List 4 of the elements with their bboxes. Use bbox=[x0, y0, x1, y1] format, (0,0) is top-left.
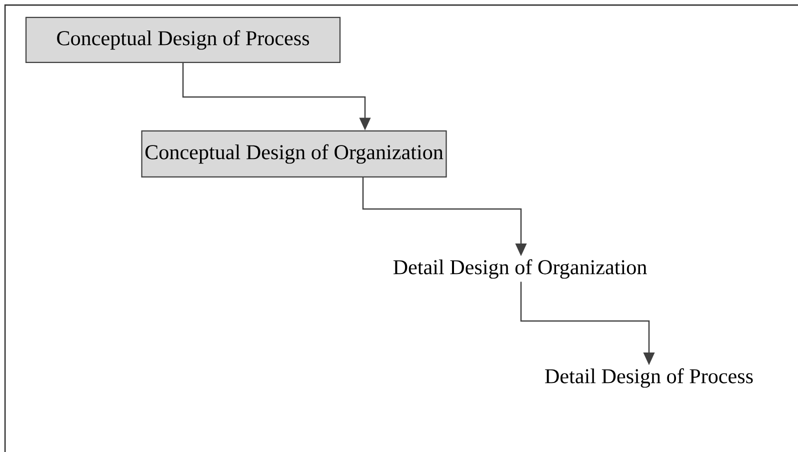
process-box: Conceptual Design of Process bbox=[25, 16, 341, 64]
process-label: Detail Design of Process bbox=[545, 368, 753, 388]
process-label: Detail Design of Organization bbox=[393, 259, 647, 279]
process-box: Conceptual Design of Organization bbox=[141, 130, 447, 178]
